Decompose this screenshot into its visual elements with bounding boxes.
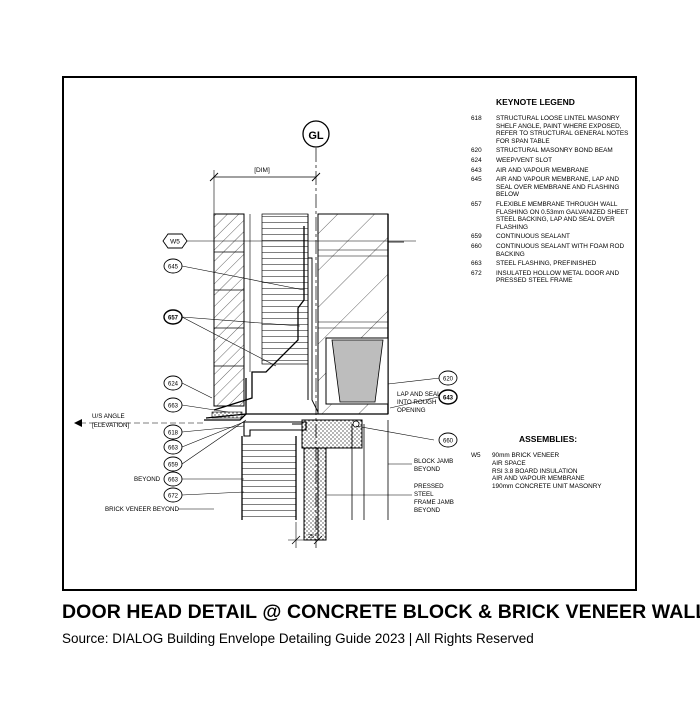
- svg-text:643: 643: [443, 396, 454, 402]
- svg-text:657: 657: [168, 316, 179, 322]
- bottom-dimension: 25: [288, 522, 326, 548]
- callout-657: 657: [163, 309, 183, 325]
- concrete-block-masonry: [317, 213, 404, 415]
- callout-659: 659: [163, 456, 183, 472]
- callout-672: 672: [163, 487, 183, 503]
- svg-text:663: 663: [168, 478, 179, 484]
- block-jamb-note: BLOCK JAMB BEYOND: [414, 458, 453, 473]
- keynote-legend-title: KEYNOTE LEGEND: [496, 97, 575, 107]
- svg-text:BEYOND: BEYOND: [414, 466, 441, 473]
- callout-660: 660: [438, 432, 458, 448]
- assembly-line: RSI 3.8 BOARD INSULATION: [492, 467, 578, 475]
- left-leaders: [178, 240, 416, 510]
- dim-label: [DIM]: [254, 167, 270, 174]
- assembly-line: 90mm BRICK VENEER: [492, 452, 560, 459]
- callout-618: 618: [163, 424, 183, 440]
- drawing-frame: [62, 76, 637, 591]
- svg-text:659: 659: [168, 463, 179, 469]
- beyond-label: BEYOND: [134, 476, 161, 483]
- svg-text:663: 663: [168, 404, 179, 410]
- top-dimension: [DIM]: [209, 167, 321, 214]
- callout-620: 620: [438, 370, 458, 386]
- callout-624: 624: [163, 375, 183, 391]
- grid-label: GL: [308, 130, 324, 142]
- callout-w5: W5: [162, 233, 188, 249]
- callout-663-middle: 663: [163, 439, 183, 455]
- assembly-key: W5: [471, 452, 481, 459]
- assembly-line: 190mm CONCRETE UNIT MASONRY: [492, 483, 602, 491]
- pressed-steel-note: PRESSED STEEL FRAME JAMB BEYOND: [414, 483, 454, 514]
- svg-text:660: 660: [443, 439, 454, 445]
- lap-seal-note: LAP AND SEAL INTO ROUGH OPENING: [397, 391, 441, 414]
- svg-text:624: 624: [168, 382, 179, 388]
- svg-text:INTO ROUGH: INTO ROUGH: [397, 399, 436, 406]
- right-leaders: [326, 377, 441, 496]
- dim-25-label: 25: [308, 534, 314, 540]
- assembly-line: AIR SPACE: [492, 459, 526, 467]
- assemblies-list: W5 90mm BRICK VENEER AIR SPACE RSI 3.8 B…: [471, 452, 602, 491]
- svg-text:672: 672: [168, 494, 179, 500]
- us-angle-label-1: U/S ANGLE: [92, 413, 125, 420]
- membrane-flashing: [204, 226, 319, 421]
- svg-text:620: 620: [443, 377, 454, 383]
- caption-source: Source: DIALOG Building Envelope Detaili…: [62, 631, 534, 646]
- caption-title: DOOR HEAD DETAIL @ CONCRETE BLOCK & BRIC…: [62, 601, 700, 623]
- svg-text:BEYOND: BEYOND: [414, 507, 441, 514]
- steel-frame-head: [292, 419, 363, 449]
- svg-text:618: 618: [168, 431, 179, 437]
- svg-text:LAP AND SEAL: LAP AND SEAL: [397, 391, 441, 398]
- svg-text:FRAME JAMB: FRAME JAMB: [414, 499, 454, 506]
- svg-text:PRESSED: PRESSED: [414, 483, 444, 490]
- callout-643: 643: [438, 389, 458, 405]
- us-angle-label-2: [ELEVATION]: [92, 422, 130, 429]
- svg-text:645: 645: [168, 265, 179, 271]
- callout-663-beyond: BEYOND 663: [134, 471, 183, 487]
- assemblies-title: ASSEMBLIES:: [519, 434, 578, 444]
- assembly-lines: 90mm BRICK VENEER AIR SPACE RSI 3.8 BOAR…: [492, 452, 602, 491]
- svg-text:OPENING: OPENING: [397, 407, 426, 414]
- callout-645: 645: [163, 258, 183, 274]
- us-angle-marker: U/S ANGLE [ELEVATION]: [74, 413, 206, 429]
- svg-text:W5: W5: [170, 239, 180, 246]
- brick-veneer: [213, 213, 245, 407]
- svg-text:BLOCK JAMB: BLOCK JAMB: [414, 458, 453, 465]
- brick-veneer-beyond-label: BRICK VENEER BEYOND: [105, 506, 179, 513]
- callout-663-upper: 663: [163, 397, 183, 413]
- svg-text:663: 663: [168, 446, 179, 452]
- svg-text:STEEL: STEEL: [414, 491, 434, 498]
- assembly-line: AIR AND VAPOUR MEMBRANE: [492, 475, 585, 483]
